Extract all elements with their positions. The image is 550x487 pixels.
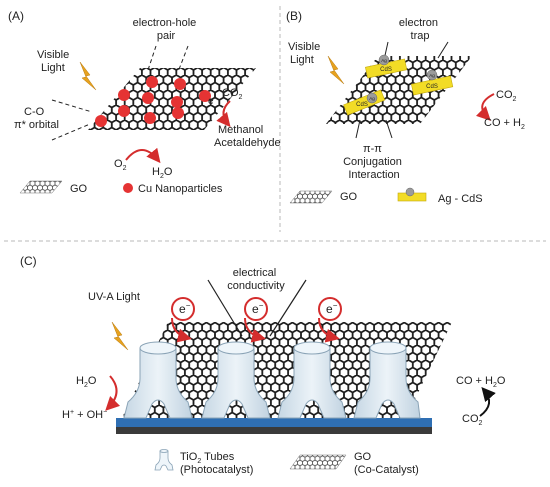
ag-cds-rod: CdS Ag xyxy=(411,69,454,96)
panel-c-legend-tio2: TiO2 Tubes (Photocatalyst) xyxy=(180,451,253,476)
svg-text:CdS: CdS xyxy=(356,102,368,108)
panel-b-co2: CO2 xyxy=(496,89,517,103)
panel-a-electron-hole: electron-hole pair xyxy=(133,17,200,42)
panel-a-h2o: H2O xyxy=(152,166,173,180)
panel-a: (A) Visible Light electron-hole xyxy=(8,9,281,195)
panel-a-legend-go-icon xyxy=(19,180,63,194)
panel-b-co-h2: CO + H2 xyxy=(484,117,525,131)
panel-a-pair-guide-left xyxy=(147,45,157,71)
svg-text:CdS: CdS xyxy=(380,67,392,73)
panel-a-label: (A) xyxy=(8,9,24,23)
svg-text:Ag: Ag xyxy=(429,73,435,78)
panel-b-label: (B) xyxy=(286,9,302,23)
panel-c-h2o: H2O xyxy=(76,375,97,389)
panel-a-o2-arrow xyxy=(125,147,161,164)
panel-c-label: (C) xyxy=(20,254,37,268)
panel-a-co2-arrow xyxy=(216,100,231,128)
cu-nanoparticle xyxy=(171,96,183,108)
svg-text:CdS: CdS xyxy=(426,84,438,90)
cu-nanoparticle xyxy=(174,78,186,90)
panel-a-lightning-icon xyxy=(79,61,97,91)
tio2-tube xyxy=(277,341,347,419)
panel-c-co2: CO2 xyxy=(462,413,483,427)
cu-nanoparticle xyxy=(144,112,156,124)
cu-nanoparticle xyxy=(142,92,154,104)
panel-a-visible-light: Visible Light xyxy=(37,49,72,74)
panel-c-electron: e− xyxy=(244,297,268,343)
tio2-tube xyxy=(353,341,421,419)
panel-c-dark-base xyxy=(116,426,432,434)
ag-cds-rod: CdS Ag xyxy=(365,54,408,79)
svg-text:e−: e− xyxy=(252,301,264,316)
panel-b-legend-agcds-icon xyxy=(397,187,427,202)
panel-c-conductivity-line-left xyxy=(207,279,243,337)
panel-b-legend-agcds: Ag - CdS xyxy=(438,193,483,205)
panel-c-tio2-tubes xyxy=(123,341,421,419)
panel-c-co-h2o: CO + H2O xyxy=(456,375,506,389)
cu-nanoparticle xyxy=(172,107,184,119)
panel-c: (C) xyxy=(20,254,506,476)
panel-c-h-oh: H+ + OH− xyxy=(62,409,107,421)
svg-text:e−: e− xyxy=(179,301,191,316)
panel-b-conj-guide-right xyxy=(385,119,393,139)
panel-c-conductivity: electrical conductivity xyxy=(227,267,285,292)
panel-c-uva: UV-A Light xyxy=(88,291,140,303)
panel-a-legend-cu: Cu Nanoparticles xyxy=(138,183,223,195)
panel-b: (B) CdS Ag CdS Ag CdS xyxy=(286,9,525,205)
panel-b-conj-guide-left xyxy=(355,119,361,139)
cu-nanoparticle xyxy=(95,115,107,127)
panel-c-lightning-icon xyxy=(111,321,129,351)
panel-a-cu-particles xyxy=(95,76,211,127)
panel-b-lightning-icon xyxy=(327,55,345,85)
panel-a-legend-cu-icon xyxy=(123,183,133,193)
panel-a-co2: CO2 xyxy=(222,87,243,101)
ag-cds-rod: CdS Ag xyxy=(343,89,386,116)
cu-nanoparticle xyxy=(118,105,130,117)
panel-c-electron: e− xyxy=(318,297,342,343)
panel-a-products: Methanol Acetaldehyde xyxy=(214,124,281,149)
panel-a-co-orbital: C-O π* orbital xyxy=(14,106,59,131)
svg-text:Ag: Ag xyxy=(381,58,387,63)
panel-b-electron-trap: electron trap xyxy=(399,17,441,42)
panel-c-blue-base xyxy=(116,418,432,427)
panel-c-legend-go-icon xyxy=(289,454,347,470)
panel-a-legend-go: GO xyxy=(70,183,88,195)
panel-c-conductivity-line-right xyxy=(269,279,307,337)
panel-b-co2-arrow xyxy=(475,93,495,121)
panel-b-legend-go-icon xyxy=(289,190,333,204)
panel-b-visible-light: Visible Light xyxy=(288,41,323,66)
panel-b-conjugation: π-π Conjugation Interaction xyxy=(343,143,405,181)
svg-text:e−: e− xyxy=(326,301,338,316)
panel-c-legend-go: GO (Co-Catalyst) xyxy=(354,451,419,476)
cu-nanoparticle xyxy=(146,76,158,88)
tio2-tube xyxy=(123,341,193,419)
panel-b-trap-guide-right xyxy=(437,41,449,59)
panel-a-o2: O2 xyxy=(114,158,127,172)
tio2-tube xyxy=(201,341,271,419)
panel-b-ag-cds-rods: CdS Ag CdS Ag CdS Ag xyxy=(343,54,454,116)
panel-c-co2-arrow xyxy=(479,386,496,417)
panel-a-orbital-guide-top xyxy=(51,99,93,113)
svg-text:Ag: Ag xyxy=(369,96,375,101)
panel-c-legend-tio2-icon xyxy=(154,449,174,471)
panel-c-electron: e− xyxy=(171,297,195,343)
panel-b-legend-go: GO xyxy=(340,191,358,203)
cu-nanoparticle xyxy=(118,89,130,101)
panel-a-pair-guide-right xyxy=(177,45,189,73)
panel-c-h2o-arrow xyxy=(105,375,121,411)
panel-a-electron: e- xyxy=(208,95,217,107)
cu-nanoparticle xyxy=(199,90,211,102)
